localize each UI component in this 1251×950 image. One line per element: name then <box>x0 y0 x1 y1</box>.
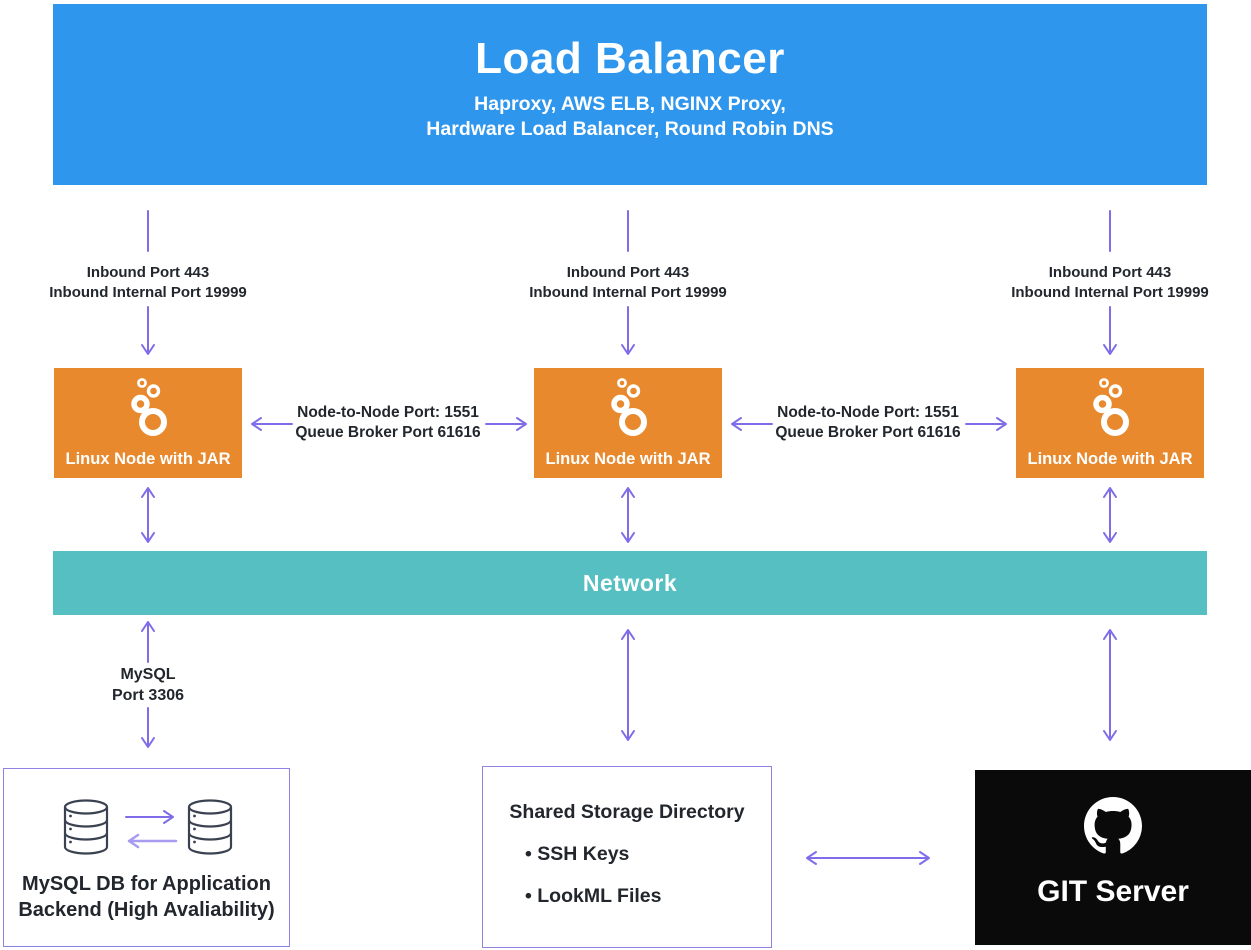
linux-node-box-3: Linux Node with JAR <box>1016 368 1204 478</box>
load-balancer-box: Load Balancer Haproxy, AWS ELB, NGINX Pr… <box>53 4 1207 185</box>
lb-node-line-2 <box>627 210 629 252</box>
database-icon <box>63 799 109 855</box>
mysql-db-label: MySQL DB for Application Backend (High A… <box>18 873 275 921</box>
inbound-label-2: Inbound Port 443 Inbound Internal Port 1… <box>529 264 727 301</box>
mysql-port-label: MySQL Port 3306 <box>111 666 185 704</box>
linux-node-box-2: Linux Node with JAR <box>534 368 722 478</box>
sync-arrow-right-icon <box>125 810 174 824</box>
sync-arrow-left-icon <box>127 833 178 849</box>
lb-node-arrow-1 <box>141 306 155 355</box>
node-label-2: Linux Node with JAR <box>545 450 711 468</box>
load-balancer-subtitle: Haproxy, AWS ELB, NGINX Proxy, Hardware … <box>426 93 834 140</box>
network-label: Network <box>582 569 678 596</box>
node-network-arrow-3 <box>1103 487 1117 543</box>
lb-node-arrow-3 <box>1103 306 1117 355</box>
node-network-arrow-2 <box>621 487 635 543</box>
storage-item-ssh-keys: SSH Keys <box>525 843 629 866</box>
node-label-3: Linux Node with JAR <box>1027 450 1193 468</box>
node-link-arrow-left-1 <box>251 417 293 431</box>
node-link-label-2: Node-to-Node Port: 1551 Queue Broker Por… <box>775 404 961 441</box>
storage-item-lookml-files: LookML Files <box>525 885 661 908</box>
node-link-arrow-right-2 <box>965 417 1007 431</box>
looker-icon <box>611 378 647 436</box>
lb-node-line-3 <box>1109 210 1111 252</box>
node-network-arrow-1 <box>141 487 155 543</box>
node-link-arrow-right-1 <box>485 417 527 431</box>
shared-storage-title: Shared Storage Directory <box>509 801 745 823</box>
github-icon <box>1084 797 1142 854</box>
lb-node-arrow-2 <box>621 306 635 355</box>
node-link-label-1: Node-to-Node Port: 1551 Queue Broker Por… <box>295 404 481 441</box>
inbound-label-3: Inbound Port 443 Inbound Internal Port 1… <box>1011 264 1209 301</box>
node-link-arrow-left-2 <box>731 417 773 431</box>
storage-git-arrow <box>806 851 930 865</box>
node-label-1: Linux Node with JAR <box>65 450 231 468</box>
git-server-label: GIT Server <box>1037 875 1189 908</box>
network-mysql-arrow-bottom <box>141 707 155 748</box>
inbound-label-1: Inbound Port 443 Inbound Internal Port 1… <box>49 264 247 301</box>
lb-node-line-1 <box>147 210 149 252</box>
mysql-db-box: MySQL DB for Application Backend (High A… <box>3 768 290 947</box>
database-icon <box>187 799 233 855</box>
linux-node-box-1: Linux Node with JAR <box>54 368 242 478</box>
network-mysql-arrow-top <box>141 621 155 663</box>
looker-icon <box>1093 378 1129 436</box>
looker-icon <box>131 378 167 436</box>
network-git-arrow <box>1103 629 1117 741</box>
shared-storage-box: Shared Storage Directory SSH Keys LookML… <box>482 766 772 948</box>
network-bar: Network <box>53 551 1207 615</box>
network-storage-arrow <box>621 629 635 741</box>
git-server-box: GIT Server <box>975 770 1251 945</box>
load-balancer-title: Load Balancer <box>475 34 785 83</box>
